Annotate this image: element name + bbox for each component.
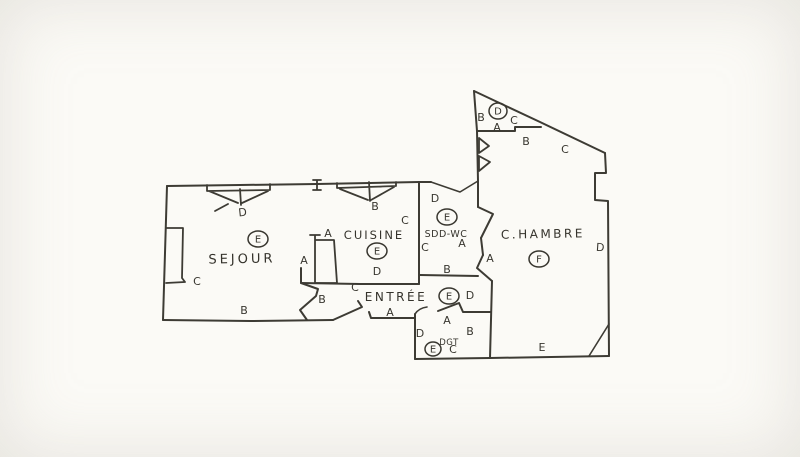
wall-label-dgt-left: D (416, 327, 424, 340)
svg-text:E: E (255, 235, 261, 246)
zone-badge-cuisine: E (366, 242, 388, 260)
wall-label-cuisine-window: B (371, 200, 379, 213)
wall-label-sejour-window: D (238, 206, 248, 220)
fixtures (165, 137, 491, 284)
sejour-chimney (165, 227, 186, 284)
wall-roof-diagonal (473, 90, 606, 154)
room-label-sejour: SEJOUR (208, 251, 275, 267)
room-label-dgt: DGT (439, 338, 459, 348)
wall-label-dgt-top: A (443, 314, 451, 327)
svg-text:F: F (536, 255, 542, 266)
wall-label-sejour-bottom: B (240, 304, 248, 317)
wall-label-sddwc-right: A (458, 237, 466, 250)
svg-text:E: E (430, 345, 436, 356)
wall-sddwc-bottom (419, 274, 479, 277)
svg-text:D: D (494, 107, 502, 118)
door-sddwc-chambre (477, 206, 494, 239)
walls (162, 90, 610, 360)
wall-label-entree-right: D (466, 289, 474, 302)
wall-label-sddwc-top: D (431, 192, 439, 205)
wall-dgt-top (437, 302, 492, 313)
zone-badge-dgt: E (424, 341, 442, 357)
wall-chambre-left-mid (480, 237, 484, 256)
wall-label-chambre-bottom: E (539, 341, 546, 354)
svg-text:E: E (446, 292, 452, 303)
wall-label-loft-b: B (477, 111, 485, 124)
zone-badge-sddwc: E (436, 208, 458, 226)
wall-label-dgt-right: B (466, 325, 474, 338)
door-entree-chambre (476, 254, 493, 282)
wall-pier-tick (312, 179, 322, 191)
wall-chambre-bottom (489, 355, 610, 359)
wall-label-entree-bottom: A (386, 306, 394, 319)
wall-label-entree-top: C (351, 281, 359, 294)
zone-badge-loft: D (488, 102, 508, 120)
zone-badge-sejour: E (247, 230, 269, 248)
wall-chambre-left-lower (489, 280, 493, 359)
wall-loft-base (476, 126, 542, 132)
room-label-chambre: C.HAMBRE (501, 226, 585, 241)
wall-label-sddwc-bottom: B (443, 263, 451, 276)
room-label-entree: ENTRÉE (365, 289, 427, 304)
wall-chambre-left-upper (476, 130, 479, 208)
wall-label-entree-left: B (318, 293, 326, 306)
wall-label-chambre-right: D (596, 241, 605, 255)
svg-text:E: E (374, 247, 380, 258)
zone-badge-entree: E (438, 287, 460, 305)
kitchen-column (309, 234, 338, 284)
room-label-sddwc: SDD-WC (425, 229, 468, 240)
wall-label-sddwc-left: C (421, 241, 429, 254)
sejour-window (206, 183, 271, 212)
wall-top (166, 181, 432, 187)
room-label-cuisine: CUISINE (344, 228, 404, 242)
wall-label-cuisine-bottom: D (373, 265, 381, 278)
wall-label-loft-a: A (493, 121, 501, 134)
wall-label-loft-c: C (510, 114, 518, 127)
wall-entree-bottom (368, 311, 416, 319)
chambre-corner-diagonal (588, 323, 610, 357)
chambre-window (478, 137, 491, 172)
wall-loft-left (473, 90, 478, 132)
wall-chambre-right (594, 152, 610, 357)
wall-entree-bottom-diagonal (332, 300, 363, 321)
wall-label-chambre-top-b: B (522, 135, 530, 148)
cuisine-window (336, 181, 397, 202)
svg-text:E: E (444, 213, 450, 224)
door-sejour-entree (299, 267, 319, 321)
wall-label-cuisine-topright: C (401, 214, 409, 227)
wall-label-sejour-right: A (300, 254, 308, 267)
wall-label-sejour-chimney: C (193, 275, 201, 288)
wall-dgt-bottom (414, 357, 491, 360)
wall-sejour-left (162, 185, 168, 321)
wall-label-cuisine-prefix: A (324, 227, 332, 240)
dgt-door-jamb (414, 306, 428, 315)
wall-sejour-bottom (162, 319, 334, 322)
wall-label-dgt-c: C (449, 343, 457, 356)
zone-badge-chambre: F (528, 250, 550, 268)
sddwc-door-swing (430, 180, 479, 193)
wall-label-chambre-top-c: C (561, 143, 569, 156)
wall-label-chambre-door: A (486, 252, 494, 265)
